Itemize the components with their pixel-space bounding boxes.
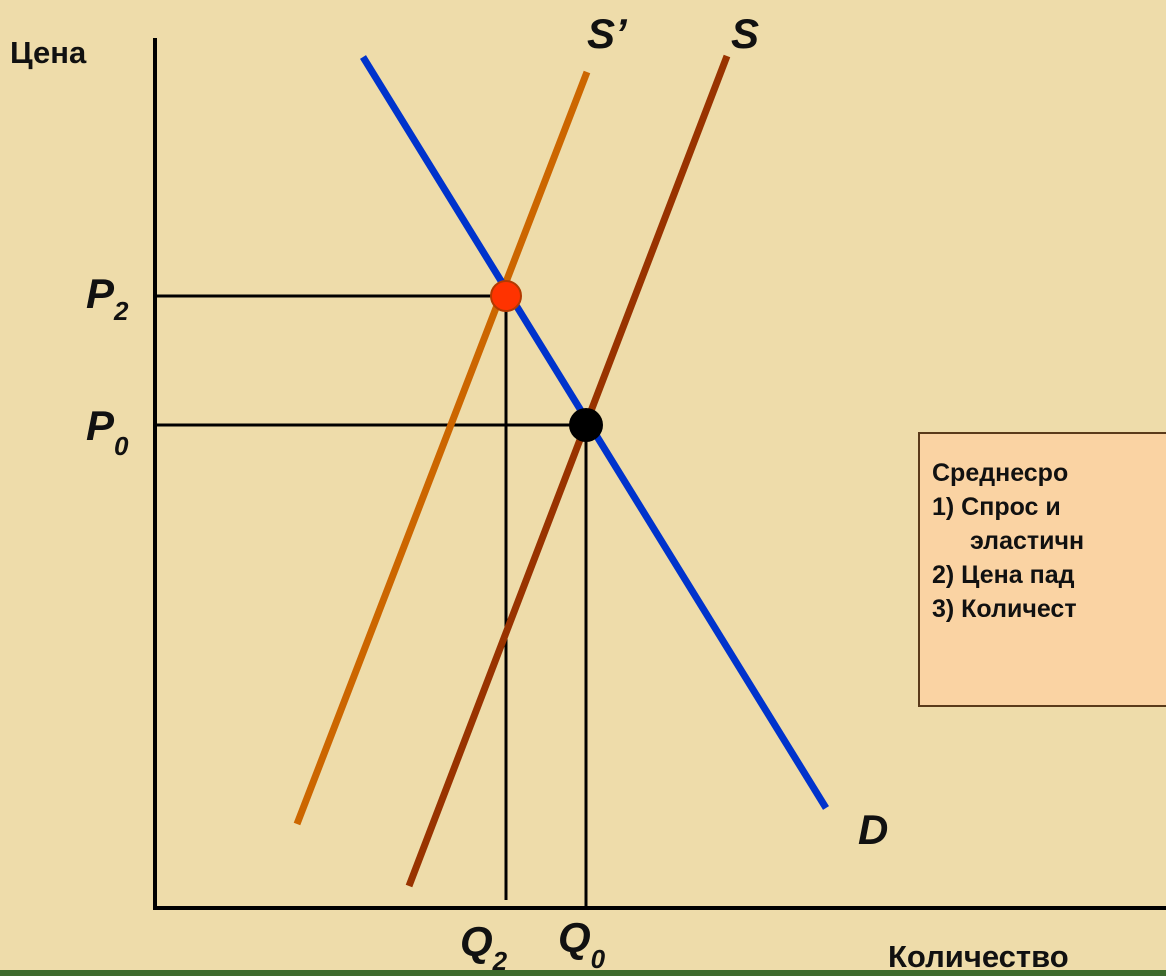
q0-letter: Q: [558, 914, 591, 962]
q0-label: Q0: [558, 914, 606, 974]
demand-label: D: [858, 806, 888, 853]
bottom-bar: [0, 970, 1166, 976]
supply-label: S: [731, 10, 759, 57]
supply-shifted-label: S’: [587, 10, 628, 57]
notes-line-1: 1) Спрос и: [932, 493, 1061, 521]
notes-line-1-continued: эластичн: [970, 527, 1085, 555]
supply-curve: [405, 54, 731, 888]
new-equilibrium-point: [490, 280, 522, 312]
p0-subscript: 0: [114, 431, 129, 461]
supply-shifted-curve: [293, 70, 591, 826]
p0-label: P0: [86, 402, 129, 461]
p0-letter: P: [86, 402, 115, 449]
p2-label: P2: [86, 270, 129, 326]
notes-box: Среднесро 1) Спрос и эластичн 2) Цена па…: [918, 432, 1166, 707]
original-equilibrium-point: [569, 408, 603, 442]
q2-label: Q2: [460, 918, 508, 976]
notes-line-3: 3) Количест: [932, 595, 1077, 623]
q2-letter: Q: [460, 918, 493, 966]
notes-title: Среднесро: [932, 459, 1069, 487]
q0-subscript: 0: [591, 944, 606, 974]
y-axis-label: Цена: [10, 35, 87, 70]
p2-letter: P: [86, 270, 115, 317]
notes-line-2: 2) Цена пад: [932, 561, 1075, 589]
p2-subscript: 2: [113, 296, 129, 326]
x-axis-label: Количество: [888, 939, 1069, 974]
q2-subscript: 2: [492, 946, 508, 976]
